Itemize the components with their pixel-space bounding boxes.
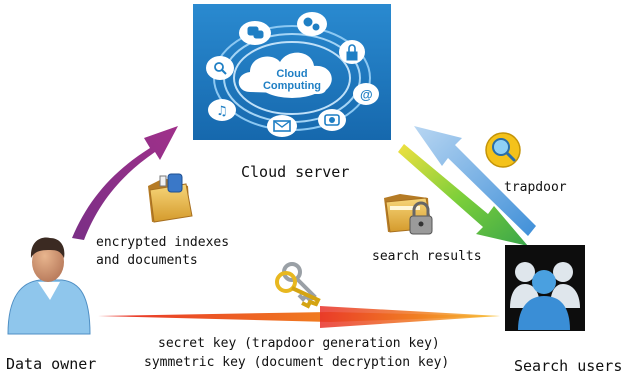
magnifier-icon [485,132,521,168]
cloud-title-line2: Computing [262,80,322,92]
keys-icon [275,262,321,309]
upload-label-line2: and documents [96,253,198,268]
trapdoor-arrow [414,126,536,236]
folder-icon [148,173,193,223]
data-owner-icon [7,237,91,335]
cloud-server-label: Cloud server [241,163,350,181]
svg-text:@: @ [360,87,373,102]
locked-folder-icon [384,194,433,235]
keys-label-line1: secret key (trapdoor generation key) [158,336,440,351]
svg-text:♫: ♫ [216,104,228,119]
cloud-title-line1: Cloud [276,68,308,80]
trapdoor-label: trapdoor [504,180,567,195]
keys-label-line2: symmetric key (document decryption key) [144,355,450,370]
cloud-computing-icon: @ ♫ [193,4,391,140]
search-users-label: Search users [514,357,623,375]
search-results-label: search results [372,249,482,264]
search-users-icon [505,245,585,331]
cloud-title: Cloud Computing [252,68,332,92]
key-distribution-arrow [98,306,500,328]
upload-label-line1: encrypted indexes [96,235,230,250]
data-owner-label: Data owner [6,355,97,373]
upload-arrow [72,126,178,240]
results-arrow [398,144,528,246]
